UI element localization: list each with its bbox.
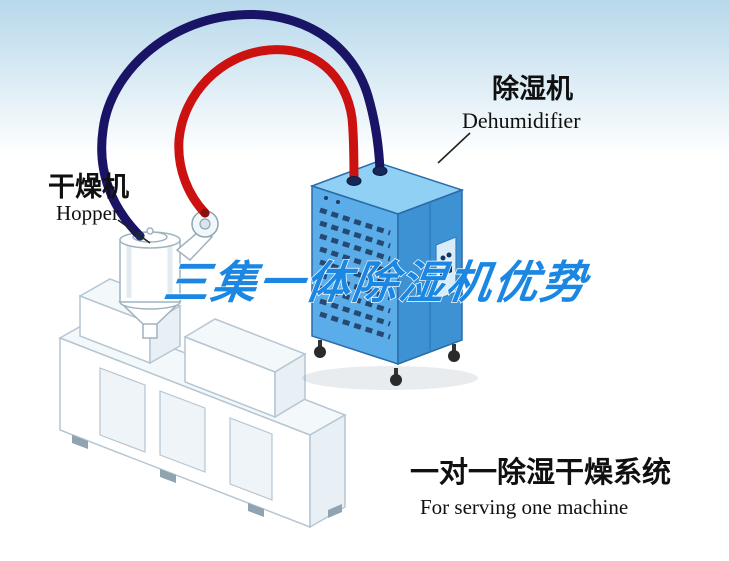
watermark-title: 三集一体除湿机优势 — [161, 256, 594, 309]
caster-wheel — [448, 350, 460, 362]
cabinet-fitting — [372, 166, 388, 176]
vent-row — [319, 285, 391, 314]
panel-button — [440, 255, 446, 261]
vent-row — [319, 246, 391, 275]
caster-stem — [394, 368, 398, 376]
dehumidifier-label-cn: 除湿机 — [492, 73, 573, 105]
dryer-label-cn: 干燥机 — [48, 172, 129, 203]
machine-foot — [72, 435, 88, 449]
hopper-lid-knob — [146, 227, 154, 235]
machine-foot — [160, 469, 176, 483]
machine-foot — [328, 504, 342, 518]
caption-en: For serving one machine — [420, 495, 628, 519]
dryer-leader-line — [117, 219, 151, 244]
cabinet-bolt — [324, 196, 328, 200]
caster-stem — [318, 340, 322, 348]
vent-row — [319, 207, 391, 236]
cabinet-fitting — [346, 176, 362, 186]
machine-door-panel — [99, 367, 146, 453]
leader-lines — [117, 132, 471, 244]
labels: 干燥机 Hopper 除湿机 Dehumidifier 一对一除湿干燥系统 Fo… — [48, 73, 671, 519]
cabinet-bolt — [336, 200, 340, 204]
vent-row — [319, 298, 391, 327]
vent-row — [319, 259, 391, 288]
vent-row — [319, 220, 391, 249]
cabinet-casters — [314, 340, 460, 386]
caption-cn: 一对一除湿干燥系统 — [410, 455, 671, 489]
machine-door-panel — [159, 390, 206, 473]
machine-foot — [248, 503, 264, 517]
machine-end-face — [309, 413, 346, 529]
panel-display — [440, 265, 452, 277]
hose-fittings — [135, 166, 388, 241]
return-hose-navy — [97, 9, 385, 241]
caster-stem — [452, 344, 456, 352]
vent-row — [319, 233, 391, 262]
dehumidifier-label-en: Dehumidifier — [462, 108, 581, 133]
blower-hub — [199, 218, 211, 230]
supply-hose-red — [174, 45, 359, 218]
vent-grille — [319, 207, 391, 340]
vent-row — [319, 272, 391, 301]
hose-runs — [97, 9, 385, 241]
blower-fan-icon — [175, 210, 219, 262]
machine-midbox-side — [274, 352, 306, 419]
blower-fitting — [200, 208, 210, 218]
dehumidifier-leader-line — [437, 132, 471, 164]
caster-wheel — [390, 374, 402, 386]
vent-row — [319, 311, 391, 340]
machine-door-panel — [229, 417, 273, 501]
hopper-funnel-icon — [118, 227, 182, 339]
cabinet-shadow — [302, 366, 478, 390]
caster-wheel — [314, 346, 326, 358]
extruder-machine-icon — [58, 278, 347, 529]
panel-button — [446, 252, 452, 258]
dryer-label-en: Hopper — [56, 201, 119, 225]
